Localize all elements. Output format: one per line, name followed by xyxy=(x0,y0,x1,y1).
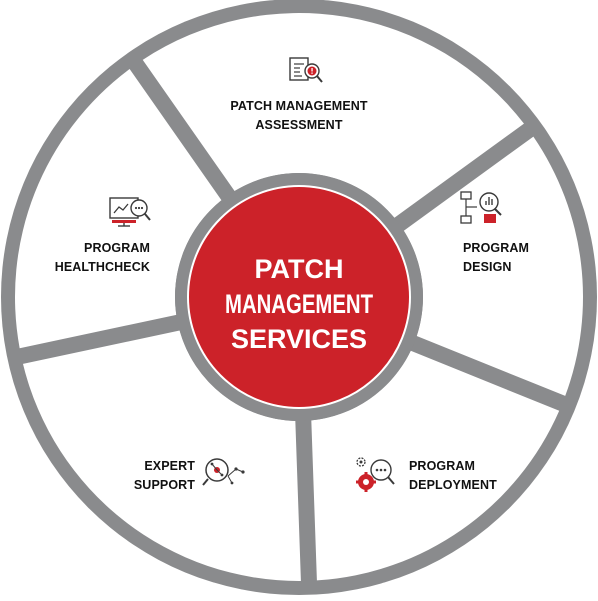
segment-program-design: PROGRAM DESIGN xyxy=(460,191,529,274)
gears-magnifier-icon xyxy=(356,457,395,492)
segment-shape-deployment xyxy=(311,350,560,581)
segment-label-line-1: PATCH MANAGEMENT xyxy=(230,99,368,113)
segment-label-line-2: HEALTHCHECK xyxy=(55,260,150,274)
segment-expert-support: EXPERT SUPPORT xyxy=(134,458,245,492)
segment-label-line-2: DESIGN xyxy=(463,260,512,274)
segment-label-line-1: EXPERT xyxy=(144,459,195,473)
segments-layer xyxy=(15,13,583,581)
segment-label-line-1: PROGRAM xyxy=(463,241,529,255)
segment-shape-assessment xyxy=(142,13,524,218)
segment-label-line-1: PROGRAM xyxy=(409,459,475,473)
segment-label-line-2: DEPLOYMENT xyxy=(409,478,497,492)
center-title-line-3: SERVICES xyxy=(231,324,367,354)
center-title: PATCH MANAGEMENT SERVICES xyxy=(225,254,373,354)
segment-program-deployment: PROGRAM DEPLOYMENT xyxy=(356,457,497,492)
segment-shape-support xyxy=(22,330,301,581)
segment-program-healthcheck: PROGRAM HEALTHCHECK xyxy=(55,197,151,274)
segment-shape-design xyxy=(403,136,583,396)
center-title-line-1: PATCH xyxy=(255,254,344,284)
monitor-chart-magnifier-icon xyxy=(109,197,151,227)
network-magnifier-icon xyxy=(202,458,245,486)
segment-patch-management-assessment: PATCH MANAGEMENT ASSESSMENT xyxy=(230,57,368,132)
segment-label-line-1: PROGRAM xyxy=(84,241,150,255)
center-disc xyxy=(187,185,411,409)
flowchart-magnifier-icon xyxy=(460,191,502,224)
segment-label-line-2: SUPPORT xyxy=(134,478,195,492)
segment-label-line-2: ASSESSMENT xyxy=(255,118,342,132)
document-search-icon xyxy=(289,57,323,83)
center-title-line-2: MANAGEMENT xyxy=(225,289,373,319)
